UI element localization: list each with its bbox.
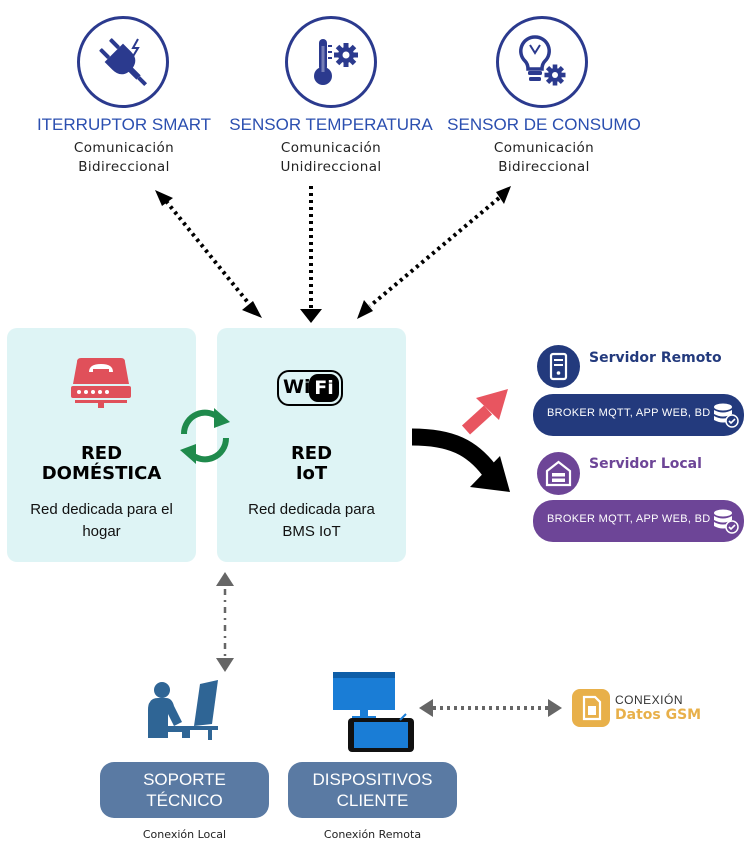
sim-card-icon <box>572 689 610 727</box>
database-check-icon <box>714 509 739 534</box>
device-comm-label: Comunicación <box>73 140 175 156</box>
iot-network-title: RED IoT <box>217 444 406 484</box>
database-check-icon <box>714 403 739 428</box>
bulb-gear-icon <box>519 35 566 86</box>
dispositivos-cliente-line1: DISPOSITIVOS <box>312 770 433 789</box>
remote-connection-caption: Conexión Remota <box>323 828 422 841</box>
technician-computer-icon <box>148 680 218 740</box>
remote-server-services: BROKER MQTT, APP WEB, BD <box>547 407 711 419</box>
device-comm-type: Bidireccional <box>498 159 590 175</box>
wifi-logo-right: Fi <box>309 374 339 402</box>
local-server-icon <box>537 452 580 495</box>
router-phone-icon <box>71 358 131 408</box>
support-link-arrow <box>216 572 234 672</box>
gsm-label-line1: CONEXIÓN <box>615 693 684 707</box>
home-network-desc-line1: Red dedicada para el <box>30 501 173 518</box>
bidirectional-arrow-left <box>155 190 262 318</box>
local-server-pill: BROKER MQTT, APP WEB, BD <box>533 500 744 542</box>
device-comm-consumo: Comunicación Bidireccional <box>454 139 634 177</box>
home-network-title-line1: RED <box>80 443 123 464</box>
sensor-consumo-icon-circle <box>496 16 588 108</box>
iot-network-title-line1: RED <box>290 443 333 464</box>
wifi-logo-left: Wi <box>283 376 311 398</box>
device-comm-label: Comunicación <box>280 140 382 156</box>
device-title-temperatura: SENSOR TEMPERATURA <box>229 115 433 134</box>
thermometer-gear-icon <box>314 39 358 85</box>
output-arrow-remote <box>461 389 508 435</box>
remote-server-title: Servidor Remoto <box>589 350 722 366</box>
local-server-services: BROKER MQTT, APP WEB, BD <box>547 513 711 525</box>
iot-network-panel: Wi Fi RED IoT Red dedicada para BMS IoT <box>217 328 406 562</box>
soporte-tecnico-button[interactable]: SOPORTE TÉCNICO <box>100 762 269 818</box>
iterruptor-icon-circle <box>77 16 169 108</box>
device-title-consumo: SENSOR DE CONSUMO <box>447 115 641 134</box>
iot-network-desc: Red dedicada para BMS IoT <box>217 499 406 543</box>
output-arrow-local <box>411 428 510 492</box>
soporte-tecnico-line2: TÉCNICO <box>146 791 223 810</box>
device-comm-iterruptor: Comunicación Bidireccional <box>34 139 214 177</box>
home-network-title: RED DOMÉSTICA <box>7 444 196 484</box>
device-comm-temperatura: Comunicación Unidireccional <box>241 139 421 177</box>
iot-network-desc-line2: BMS IoT <box>282 523 341 540</box>
sync-icon <box>180 408 230 464</box>
home-network-title-line2: DOMÉSTICA <box>41 463 162 484</box>
iot-network-title-line2: IoT <box>295 463 328 484</box>
remote-server-pill: BROKER MQTT, APP WEB, BD <box>533 394 744 436</box>
bidirectional-arrow-right <box>357 186 511 319</box>
local-server-title: Servidor Local <box>589 456 702 472</box>
dispositivos-cliente-button[interactable]: DISPOSITIVOS CLIENTE <box>288 762 457 818</box>
device-comm-label: Comunicación <box>493 140 595 156</box>
home-network-desc: Red dedicada para el hogar <box>7 499 196 543</box>
local-connection-caption: Conexión Local <box>142 828 227 841</box>
gsm-link-arrow <box>419 699 562 717</box>
iot-network-desc-line1: Red dedicada para <box>248 501 375 518</box>
soporte-tecnico-line1: SOPORTE <box>143 770 226 789</box>
dispositivos-cliente-line2: CLIENTE <box>336 791 409 810</box>
device-comm-type: Bidireccional <box>78 159 170 175</box>
gsm-label-line2: Datos GSM <box>615 707 702 723</box>
sensor-temperatura-icon-circle <box>285 16 377 108</box>
remote-server-icon <box>537 345 580 388</box>
home-network-desc-line2: hogar <box>82 523 121 540</box>
wifi-logo-icon: Wi Fi <box>277 370 343 406</box>
unidirectional-arrow-center <box>300 186 322 323</box>
home-network-panel: RED DOMÉSTICA Red dedicada para el hogar <box>7 328 196 562</box>
plug-icon <box>99 38 148 87</box>
device-comm-type: Unidireccional <box>280 159 382 175</box>
client-devices-icon <box>333 672 414 752</box>
device-title-iterruptor: ITERRUPTOR SMART <box>36 115 212 134</box>
